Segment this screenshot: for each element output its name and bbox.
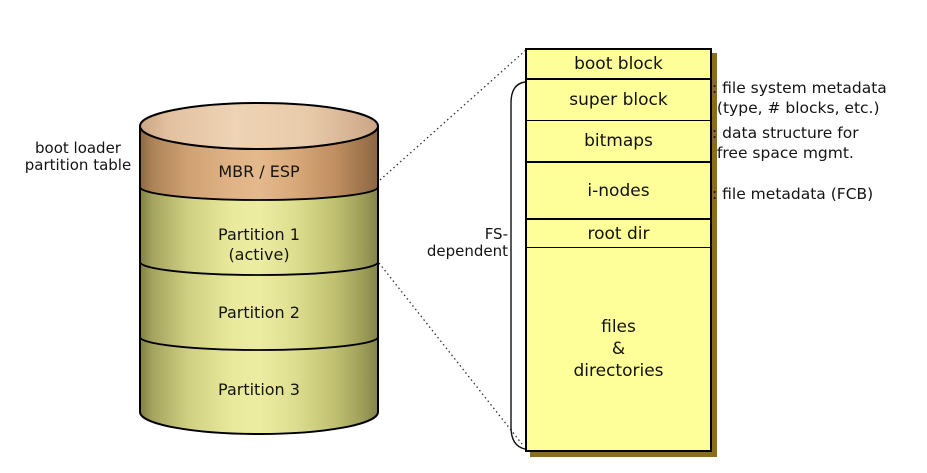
fs-dependent-brace	[510, 81, 526, 450]
fs-block-i-nodes: i-nodes	[527, 163, 710, 220]
boot-loader-partition-table-label: boot loader partition table	[24, 139, 132, 174]
fs-block-root-dir: root dir	[527, 220, 710, 248]
disk-top-ellipse	[139, 102, 379, 150]
explode-connector-bottom-line	[378, 262, 523, 445]
explode-connector-top-line	[379, 49, 527, 181]
i-nodes-annotation: : file metadata (FCB)	[712, 185, 874, 203]
partition1-label: Partition 1 (active)	[218, 225, 300, 264]
mbr-esp-label: MBR / ESP	[218, 162, 300, 181]
partition1-divider-arc	[139, 261, 379, 276]
filesystem-layout-stack: boot block super block bitmaps i-nodes r…	[525, 48, 712, 452]
fs-block-files-directories: files & directories	[573, 317, 664, 381]
bitmaps-annotation: : data structure for free space mgmt.	[712, 124, 859, 162]
partition3-label: Partition 3	[218, 380, 300, 399]
partition2-divider-arc	[139, 336, 379, 351]
fs-dependent-label: FS- dependent	[426, 225, 508, 260]
super-block-annotation: : file system metadata (type, # blocks, …	[712, 79, 887, 117]
fs-block-bitmaps: bitmaps	[527, 121, 710, 163]
partition2-label: Partition 2	[218, 303, 300, 322]
fs-block-super-block: super block	[527, 80, 710, 121]
fs-block-boot-block: boot block	[527, 50, 710, 80]
